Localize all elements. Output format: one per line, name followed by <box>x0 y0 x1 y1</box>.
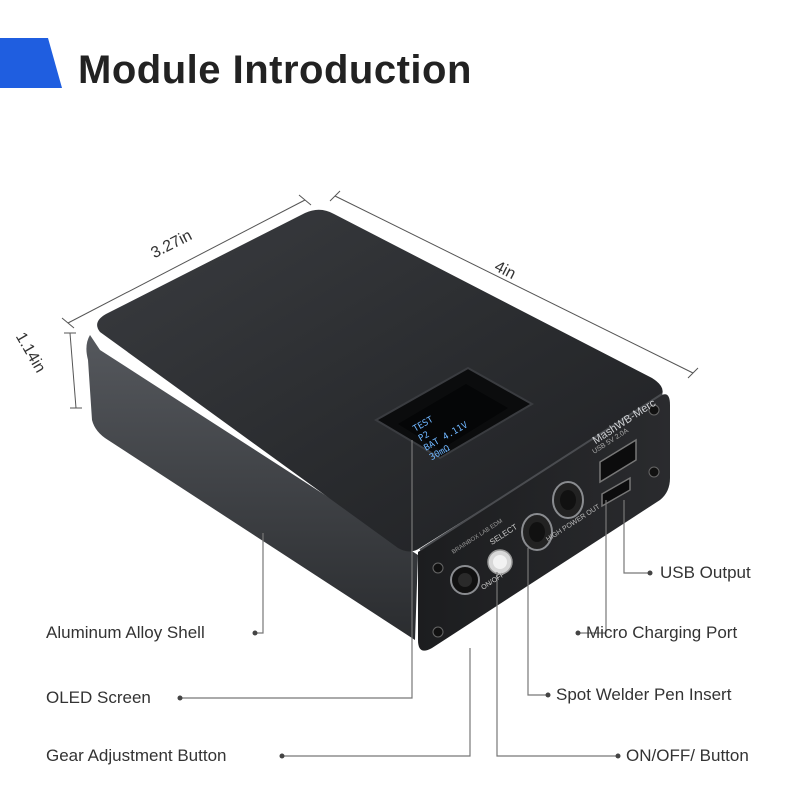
callout-usb-output: USB Output <box>660 563 751 582</box>
callout-spot-welder-pen: Spot Welder Pen Insert <box>556 685 732 704</box>
usb-ports <box>599 438 637 508</box>
callout-micro-charging: Micro Charging Port <box>586 623 738 642</box>
dimension-lines <box>61 190 699 409</box>
device-top-face <box>97 209 663 552</box>
callout-gear-button: Gear Adjustment Button <box>46 746 227 765</box>
callout-dots <box>177 570 653 759</box>
title-accent-bar <box>0 38 62 88</box>
page-title: Module Introduction <box>78 48 472 92</box>
screws <box>432 404 660 638</box>
onoff-button-illustration <box>487 549 513 575</box>
gear-knob-illustration <box>450 565 480 595</box>
oled-window <box>374 366 535 460</box>
callout-onoff-button: ON/OFF/ Button <box>626 746 749 765</box>
device-side-face <box>86 335 419 640</box>
callout-oled-screen: OLED Screen <box>46 688 151 707</box>
callout-aluminum-shell: Aluminum Alloy Shell <box>46 623 205 642</box>
